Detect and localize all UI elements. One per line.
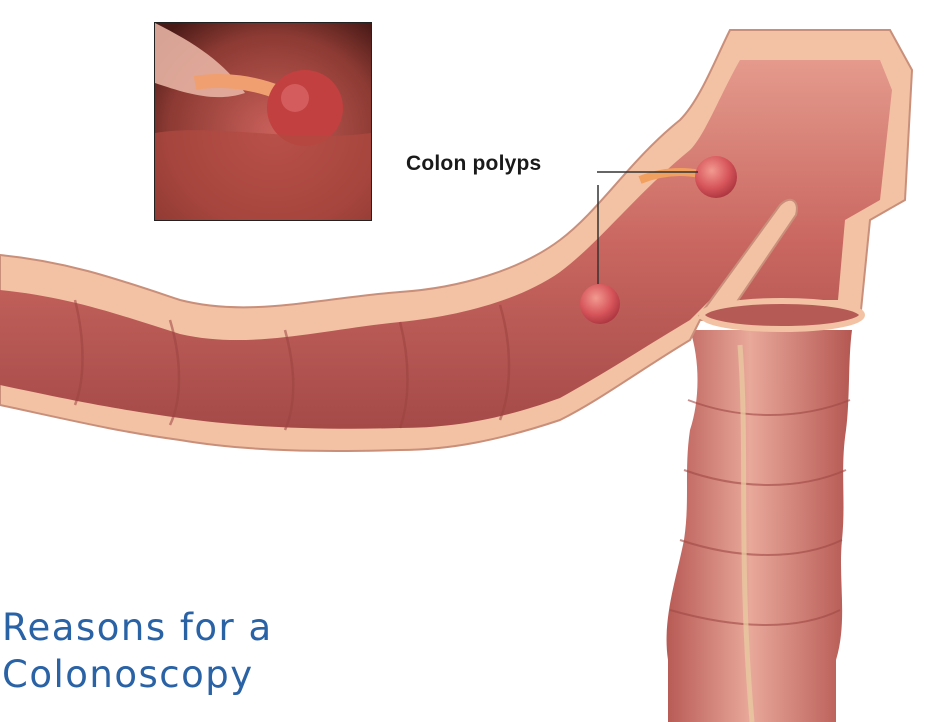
endoscopic-polyp-photo <box>155 23 371 220</box>
title-line-2: Colonoscopy <box>2 651 273 698</box>
page-title: Reasons for a Colonoscopy <box>2 604 273 698</box>
title-line-1: Reasons for a <box>2 604 273 651</box>
descending-colon <box>667 330 852 722</box>
endoscopy-inset-image <box>154 22 372 221</box>
polyp-lower <box>580 284 620 324</box>
callout-label: Colon polyps <box>406 152 541 176</box>
